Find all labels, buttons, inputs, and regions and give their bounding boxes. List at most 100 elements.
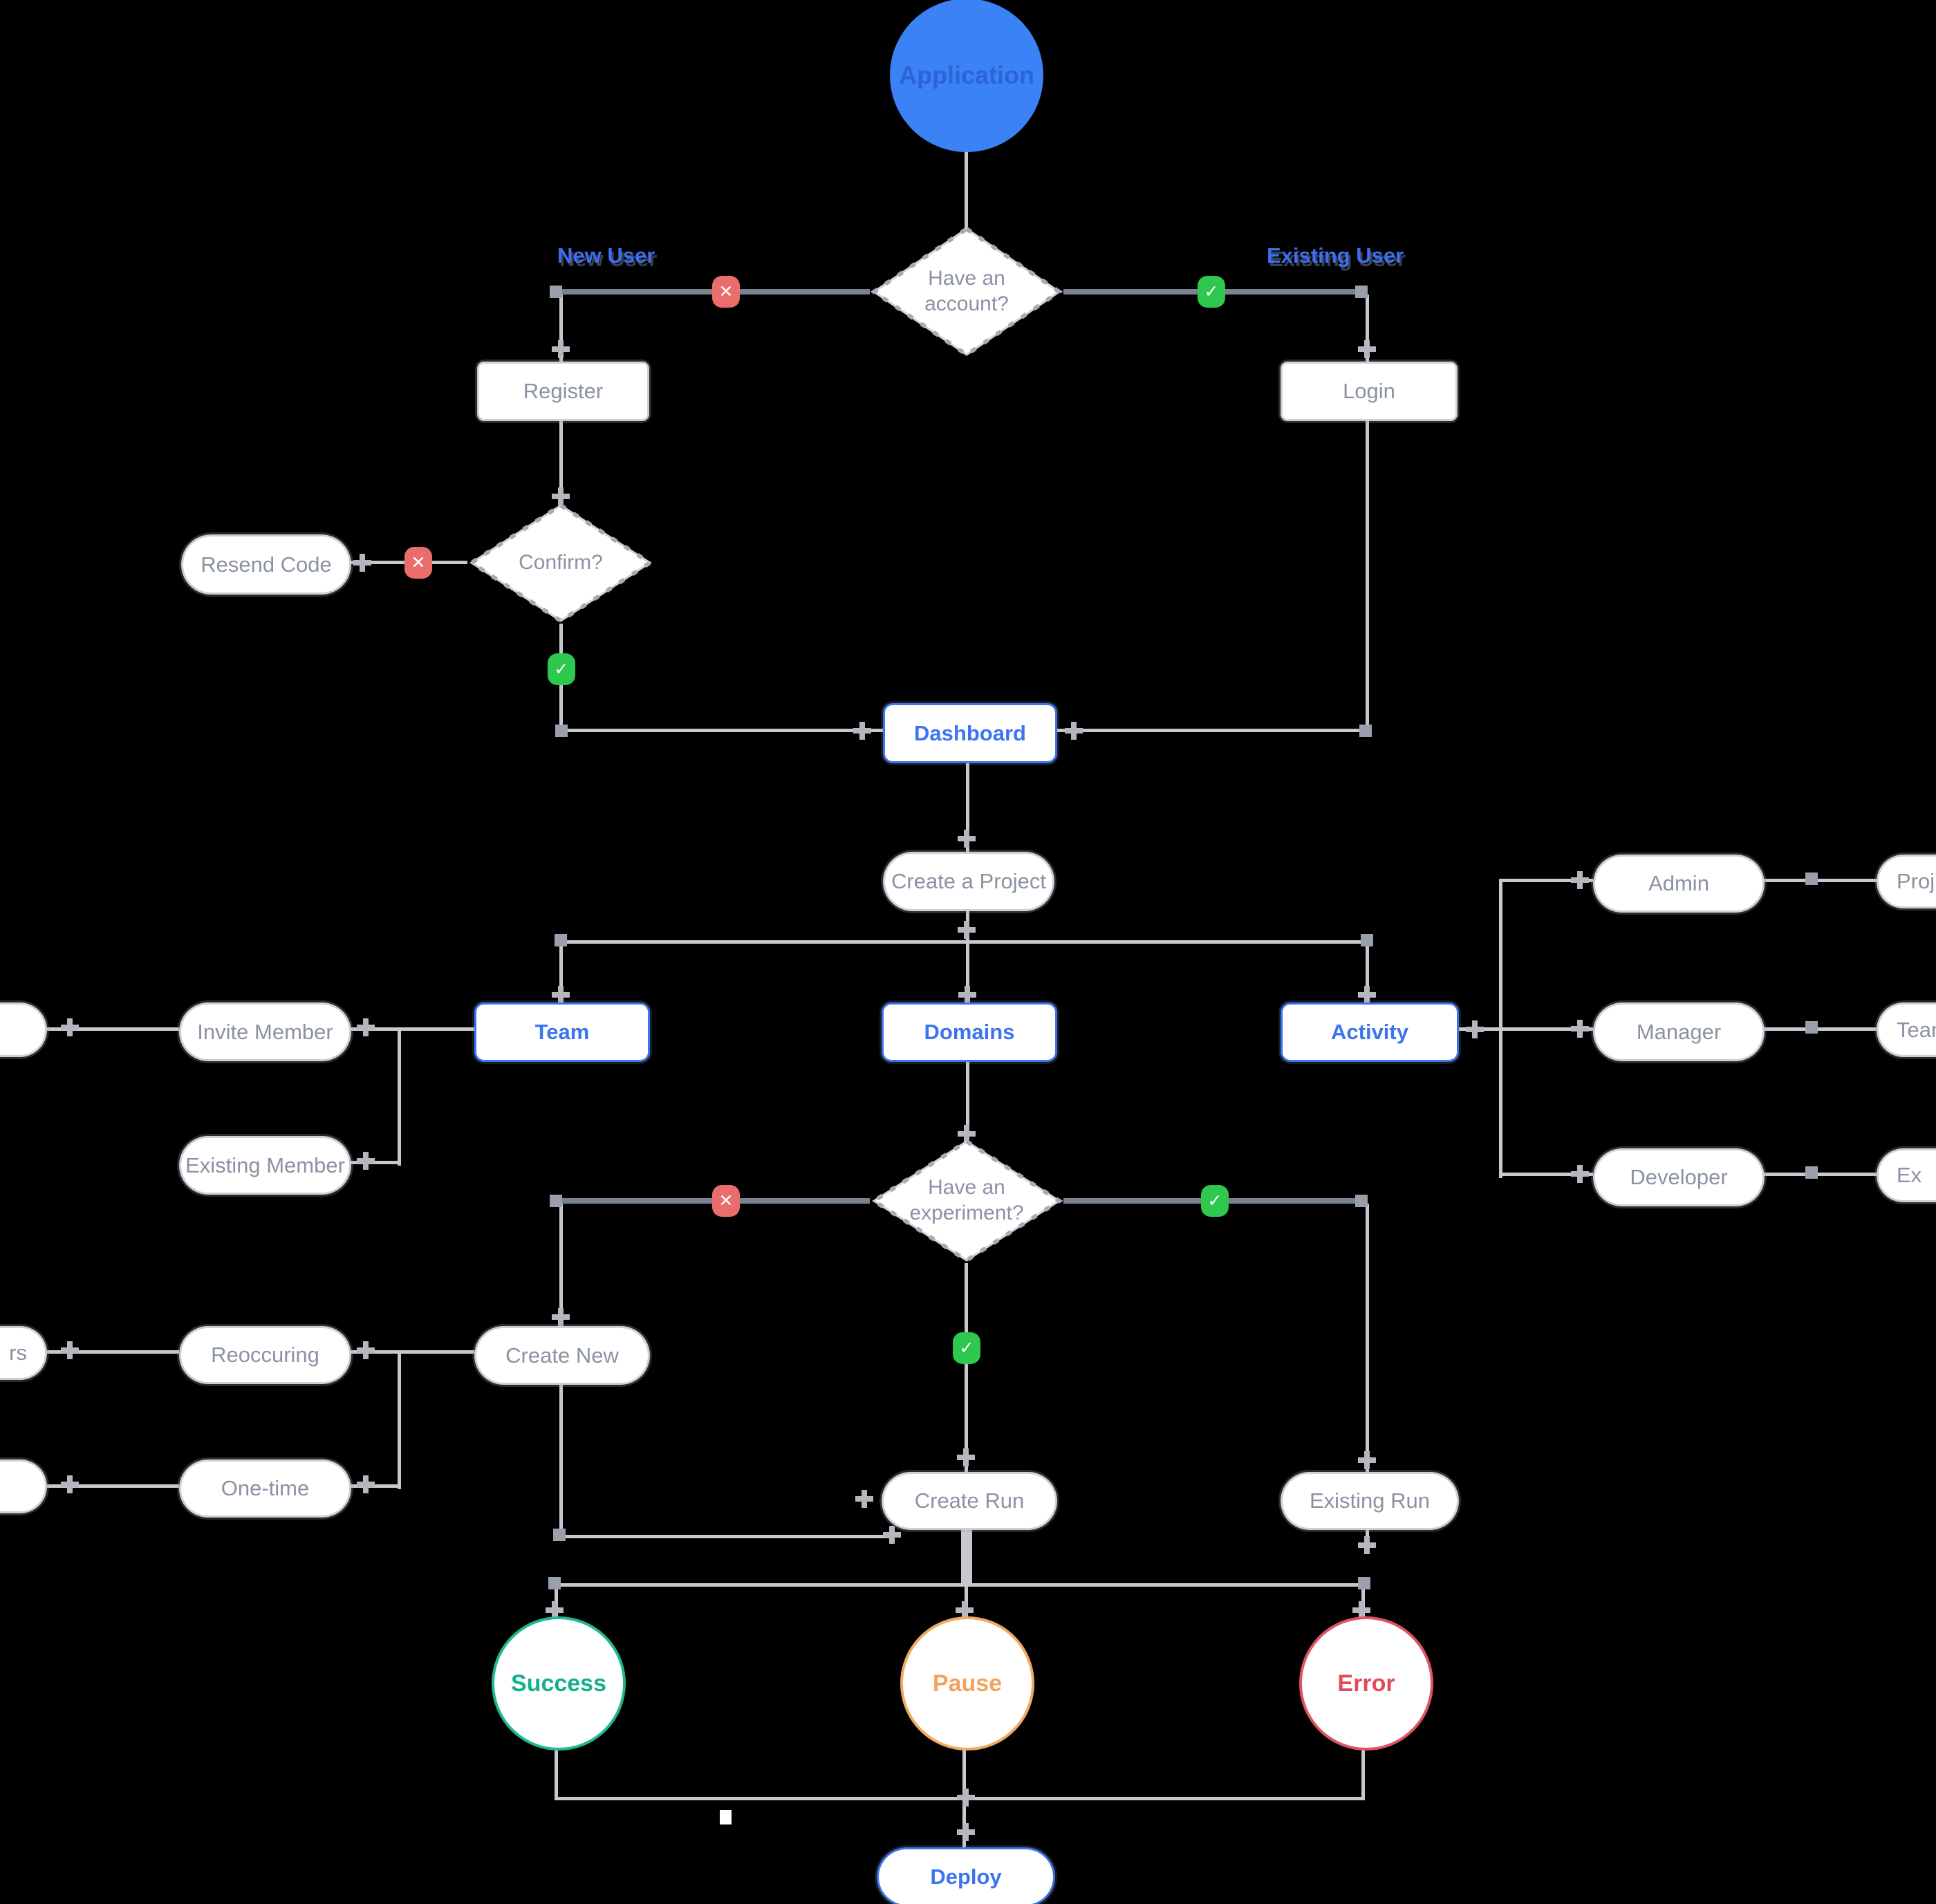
connector-line <box>965 1263 968 1472</box>
connector-handle-icon <box>958 986 976 1004</box>
connector-line <box>47 1350 179 1354</box>
connector-joint <box>1805 1166 1818 1179</box>
node-activity[interactable]: Activity <box>1281 1002 1459 1062</box>
terminal-pause[interactable]: Pause <box>900 1616 1034 1751</box>
cross-badge-icon[interactable]: ✕ <box>712 1185 740 1217</box>
connector-line <box>966 943 969 1002</box>
node-invite-member[interactable]: Invite Member <box>179 1002 351 1061</box>
connector-line <box>1499 879 1502 1178</box>
connector-line <box>962 1745 966 1800</box>
connector-handle-icon <box>957 1789 975 1807</box>
connector-line <box>347 1350 474 1354</box>
connector-handle-icon <box>958 1125 976 1143</box>
connector-line <box>559 943 563 1002</box>
connector-line <box>1366 417 1369 732</box>
node-team[interactable]: Team <box>474 1002 650 1062</box>
connector-handle-icon <box>357 1475 375 1493</box>
connector-line <box>1053 729 1366 732</box>
connector-handle-icon <box>1571 871 1589 889</box>
connector-joint <box>550 1195 562 1207</box>
connector-line <box>47 1027 179 1031</box>
node-resend-code[interactable]: Resend Code <box>181 534 351 595</box>
connector-handle-icon <box>357 1018 375 1036</box>
connector-line <box>1366 943 1369 1002</box>
connector-handle-icon <box>1065 722 1083 740</box>
start-node-application[interactable]: Application <box>890 0 1043 152</box>
connector-handle-icon <box>855 1490 873 1508</box>
node-existing-member[interactable]: Existing Member <box>179 1136 351 1195</box>
connector-line <box>555 1583 1366 1587</box>
node-projects-cut[interactable]: Proj <box>1877 855 1936 908</box>
decision-confirm[interactable]: Confirm? <box>467 503 654 624</box>
connector-line <box>559 1381 563 1538</box>
connector-handle-icon <box>1358 1536 1376 1554</box>
connector-line <box>561 940 1367 944</box>
decision-have-experiment[interactable]: Have an experiment? <box>870 1139 1063 1263</box>
label-existing-user[interactable]: Existing User <box>1267 243 1404 268</box>
connector-line <box>559 1535 893 1538</box>
connector-joint <box>1355 1195 1368 1207</box>
connector-line <box>1760 1173 1877 1176</box>
node-domains[interactable]: Domains <box>882 1002 1057 1062</box>
node-developer[interactable]: Developer <box>1593 1148 1765 1206</box>
cross-badge-icon[interactable]: ✕ <box>404 547 432 579</box>
connector-joint <box>1359 725 1372 737</box>
node-login[interactable]: Login <box>1281 362 1458 421</box>
connector-line <box>559 417 563 505</box>
decision-have-account[interactable]: Have an account? <box>870 226 1063 357</box>
connector-handle-icon <box>1358 986 1376 1004</box>
decision-text: Have an account? <box>924 267 1009 315</box>
check-badge-icon[interactable]: ✓ <box>1201 1185 1229 1217</box>
node-existing-run[interactable]: Existing Run <box>1281 1472 1459 1530</box>
connector-line <box>1502 1027 1593 1031</box>
node-admin[interactable]: Admin <box>1593 855 1765 913</box>
node-left-cut-onetime[interactable] <box>0 1459 47 1513</box>
connector-line <box>347 1027 474 1031</box>
connector-handle-icon <box>1466 1020 1484 1038</box>
node-one-time[interactable]: One-time <box>179 1459 351 1518</box>
connector-line <box>966 1058 969 1142</box>
connector-handle-icon <box>956 1601 974 1619</box>
connector-handle-icon <box>1571 1020 1589 1038</box>
node-left-cut-invite[interactable] <box>0 1002 47 1057</box>
node-teams-cut[interactable]: Team <box>1877 1002 1936 1057</box>
cross-badge-icon[interactable]: ✕ <box>712 276 740 308</box>
check-badge-icon[interactable]: ✓ <box>953 1332 980 1364</box>
node-dashboard[interactable]: Dashboard <box>883 703 1057 763</box>
connector-handle-icon <box>958 830 976 848</box>
connector-line <box>965 152 968 229</box>
cursor-artifact <box>720 1810 732 1824</box>
node-manager[interactable]: Manager <box>1593 1002 1765 1061</box>
label-new-user[interactable]: New User <box>557 243 655 268</box>
connector-joint <box>1805 872 1818 885</box>
connector-line <box>47 1484 179 1488</box>
node-left-cut-reoccuring[interactable]: rs <box>0 1326 47 1380</box>
terminal-success[interactable]: Success <box>492 1616 626 1751</box>
connector-line <box>555 1745 558 1800</box>
connector-joint <box>553 1529 566 1541</box>
terminal-error[interactable]: Error <box>1299 1616 1433 1751</box>
connector-handle-icon <box>957 1448 975 1466</box>
check-badge-icon[interactable]: ✓ <box>548 653 575 685</box>
connector-handle-icon <box>883 1526 901 1544</box>
connector-joint <box>1355 286 1368 298</box>
node-experiments-cut[interactable]: Ex <box>1877 1148 1936 1202</box>
node-create-new[interactable]: Create New <box>474 1326 650 1385</box>
connector-handle-icon <box>357 1152 375 1170</box>
node-deploy[interactable]: Deploy <box>877 1847 1055 1904</box>
node-register[interactable]: Register <box>477 362 649 421</box>
node-create-run[interactable]: Create Run <box>882 1472 1057 1530</box>
connector-line <box>966 759 969 852</box>
connector-line <box>1361 1745 1365 1800</box>
connector-handle-icon <box>853 722 871 740</box>
node-reoccuring[interactable]: Reoccuring <box>179 1326 351 1384</box>
connector-handle-icon <box>552 487 570 505</box>
connector-joint <box>1358 1577 1370 1589</box>
connector-handle-icon <box>552 340 570 358</box>
connector-joint <box>548 1577 561 1589</box>
connector-line <box>559 1204 563 1326</box>
node-create-a-project[interactable]: Create a Project <box>883 852 1054 911</box>
check-badge-icon[interactable]: ✓ <box>1198 276 1225 308</box>
connector-handle-icon <box>61 1341 79 1359</box>
